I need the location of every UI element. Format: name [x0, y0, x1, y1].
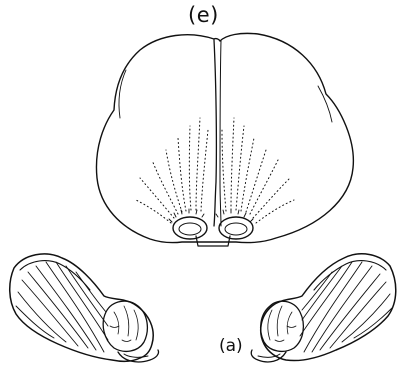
bilobed-upper-illustration-icon — [96, 33, 353, 246]
paired-lower-illustrations-icon — [10, 254, 396, 362]
left-lobe-contour — [119, 70, 126, 118]
central-fissure — [214, 40, 216, 226]
upper-outline — [96, 33, 353, 242]
lower-panel-label: (a) — [219, 336, 243, 356]
lower-left-striations — [16, 262, 108, 352]
right-basal-body — [219, 217, 253, 239]
lower-right-specimen — [251, 254, 396, 362]
left-basal-body-inner — [179, 223, 201, 235]
lower-left-specimen — [10, 254, 159, 362]
lower-right-striations — [300, 262, 392, 352]
base-stalk — [196, 236, 230, 246]
upper-panel-label: (e) — [188, 3, 219, 27]
lower-right-knob — [261, 301, 304, 351]
central-fissure-inner — [220, 41, 221, 226]
lower-right-knob-texture — [268, 306, 296, 342]
left-basal-body — [173, 217, 207, 239]
lower-left-knob-texture — [110, 306, 138, 342]
lower-right-outline — [261, 254, 396, 361]
right-basal-body-inner — [225, 223, 247, 235]
